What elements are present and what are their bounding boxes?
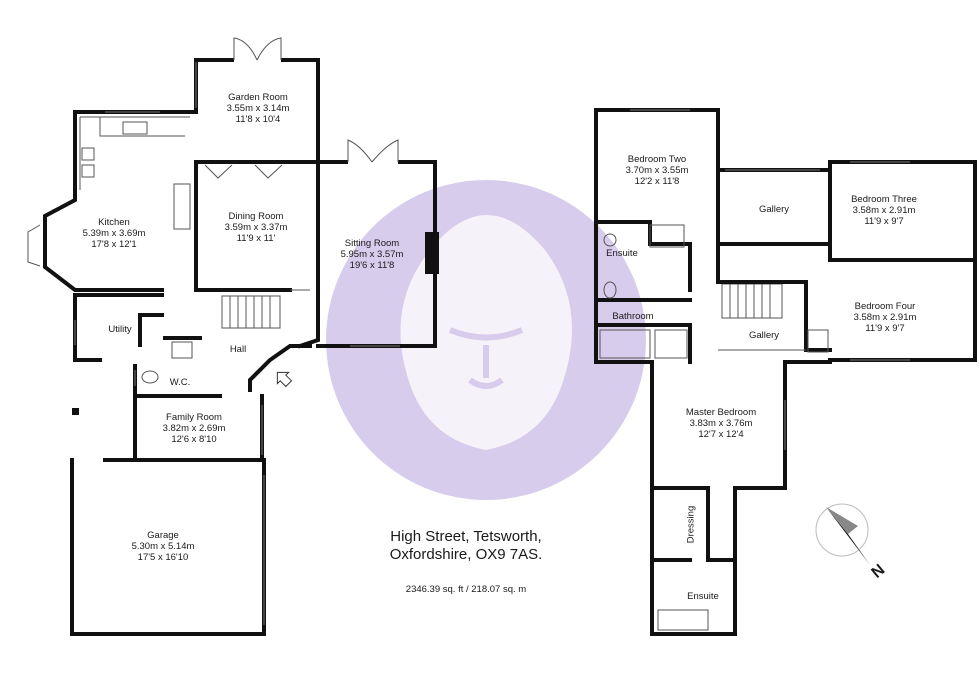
sitting-room-label: Sitting Room 5.95m x 3.57m 19'6 x 11'8 bbox=[341, 238, 404, 271]
first-stairs bbox=[721, 283, 783, 319]
room-metric: 5.39m x 3.69m bbox=[82, 228, 146, 239]
room-name: Bathroom bbox=[612, 311, 654, 322]
fireplace bbox=[425, 232, 439, 274]
room-name: Garage bbox=[147, 530, 179, 541]
room-name: W.C. bbox=[169, 377, 191, 388]
lion-head-icon bbox=[400, 215, 572, 450]
dressing-label: Dressing bbox=[685, 505, 697, 544]
room-imperial: 12'7 x 12'4 bbox=[698, 429, 744, 440]
room-metric: 3.83m x 3.76m bbox=[689, 418, 753, 429]
address-line-1: High Street, Tetsworth, bbox=[390, 528, 542, 545]
room-name: Utility bbox=[108, 324, 132, 335]
room-imperial: 12'2 x 11'8 bbox=[634, 176, 680, 187]
room-name: Ensuite bbox=[606, 248, 638, 259]
room-metric: 3.58m x 2.91m bbox=[853, 312, 917, 323]
room-metric: 5.95m x 3.57m bbox=[340, 249, 404, 260]
gallery-top-label: Gallery bbox=[759, 204, 789, 215]
bedroom-four-label: Bedroom Four 3.58m x 2.91m 11'9 x 9'7 bbox=[854, 301, 917, 334]
room-name: Bedroom Three bbox=[851, 194, 917, 205]
dining-room-label: Dining Room 3.59m x 3.37m 11'9 x 11' bbox=[225, 211, 288, 244]
wc-label: W.C. bbox=[170, 377, 191, 388]
bedroom-three-label: Bedroom Three 3.58m x 2.91m 11'9 x 9'7 bbox=[851, 194, 917, 227]
hall-label: Hall bbox=[230, 344, 246, 355]
first-floor-walls bbox=[594, 108, 977, 636]
kitchen-label: Kitchen 5.39m x 3.69m 17'8 x 12'1 bbox=[83, 217, 146, 250]
room-name: Family Room bbox=[166, 412, 222, 423]
garage-label: Garage 5.30m x 5.14m 17'5 x 16'10 bbox=[132, 530, 195, 563]
master-bedroom-label: Master Bedroom 3.83m x 3.76m 12'7 x 12'4 bbox=[686, 407, 756, 440]
ground-stairs bbox=[221, 295, 281, 329]
room-name: Hall bbox=[229, 344, 247, 355]
ensuite-top-label: Ensuite bbox=[606, 248, 638, 259]
address-line-2: Oxfordshire, OX9 7AS. bbox=[389, 546, 543, 563]
utility-label: Utility bbox=[108, 324, 131, 335]
room-metric: 3.55m x 3.14m bbox=[226, 103, 290, 114]
outside-marker bbox=[72, 408, 79, 415]
total-area: 2346.39 sq. ft / 218.07 sq. m bbox=[405, 584, 527, 595]
room-metric: 3.58m x 2.91m bbox=[852, 205, 916, 216]
room-name: Dining Room bbox=[228, 211, 284, 222]
compass bbox=[815, 503, 870, 565]
north-arrow-icon bbox=[826, 507, 870, 565]
room-name: Kitchen bbox=[98, 217, 130, 228]
room-imperial: 12'6 x 8'10 bbox=[171, 434, 217, 445]
room-name: Bedroom Four bbox=[854, 301, 916, 312]
room-name: Gallery bbox=[758, 204, 790, 215]
ground-floor-walls bbox=[27, 37, 439, 636]
property-address: High Street, Tetsworth, Oxfordshire, OX9… bbox=[390, 528, 543, 564]
room-imperial: 17'8 x 12'1 bbox=[91, 239, 137, 250]
room-name: Master Bedroom bbox=[685, 407, 757, 418]
room-name: Bedroom Two bbox=[627, 154, 687, 165]
ensuite-bottom-label: Ensuite bbox=[687, 591, 719, 602]
room-name: Gallery bbox=[748, 330, 780, 341]
bathroom-label: Bathroom bbox=[612, 311, 653, 322]
room-name: Garden Room bbox=[228, 92, 288, 103]
lion-watermark bbox=[326, 180, 646, 500]
room-name: Sitting Room bbox=[344, 238, 400, 249]
room-metric: 3.70m x 3.55m bbox=[625, 165, 689, 176]
room-imperial: 17'5 x 16'10 bbox=[137, 552, 189, 563]
room-imperial: 19'6 x 11'8 bbox=[349, 260, 395, 271]
room-imperial: 11'8 x 10'4 bbox=[235, 114, 281, 125]
room-metric: 3.82m x 2.69m bbox=[162, 423, 226, 434]
room-imperial: 11'9 x 11' bbox=[236, 233, 276, 244]
room-metric: 3.59m x 3.37m bbox=[224, 222, 288, 233]
gallery-bottom-label: Gallery bbox=[749, 330, 779, 341]
garden-room-label: Garden Room 3.55m x 3.14m 11'8 x 10'4 bbox=[227, 92, 290, 125]
room-imperial: 11'9 x 9'7 bbox=[864, 216, 904, 227]
bedroom-two-label: Bedroom Two 3.70m x 3.55m 12'2 x 11'8 bbox=[626, 154, 689, 187]
room-name: Ensuite bbox=[687, 591, 719, 602]
room-imperial: 11'9 x 9'7 bbox=[865, 323, 905, 334]
family-room-label: Family Room 3.82m x 2.69m 12'6 x 8'10 bbox=[163, 412, 226, 445]
room-metric: 5.30m x 5.14m bbox=[131, 541, 195, 552]
entrance-arrow-icon bbox=[276, 371, 293, 388]
